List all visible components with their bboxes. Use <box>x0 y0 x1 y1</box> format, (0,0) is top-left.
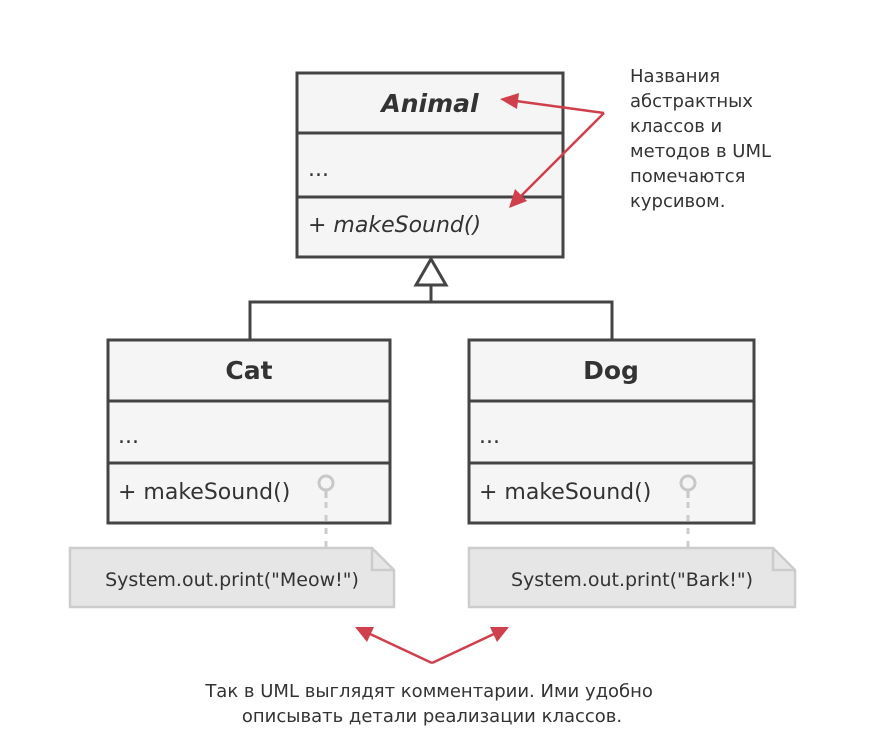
arrow-line <box>515 99 605 115</box>
note-dog-text: System.out.print("Bark!") <box>511 569 753 591</box>
annotation-comments: Так в UML выглядят комментарии. Ими удоб… <box>204 681 658 727</box>
class-dog-fields: ... <box>479 424 500 449</box>
note-dog-box <box>467 546 797 609</box>
annotation-abstract: Названия абстрактных классов и методов в… <box>630 66 777 212</box>
annotation-abstract-line: помечаются <box>630 166 745 187</box>
class-dog-box <box>467 338 756 525</box>
class-animal-fields: ... <box>308 157 329 182</box>
note-cat-box <box>68 546 396 609</box>
note-dog[interactable]: System.out.print("Bark!") <box>467 546 797 609</box>
arrow-head-icon <box>500 93 519 109</box>
annotation-abstract-line: методов в UML <box>630 141 771 162</box>
note-fold-icon <box>771 548 795 572</box>
annotation-abstract-line: абстрактных <box>630 91 753 112</box>
annotation-arrows-abstract <box>500 93 605 208</box>
inheritance-arrowhead-icon <box>413 255 449 287</box>
annotation-comments-line: описывать детали реализации классов. <box>242 706 622 727</box>
arrow-head-icon <box>490 627 509 642</box>
class-animal-method: + makeSound() <box>308 213 481 238</box>
arrow-line <box>520 112 605 197</box>
arrow-head-icon <box>509 189 527 208</box>
inheritance-links <box>248 255 614 340</box>
annotation-arrows-comments <box>355 627 509 665</box>
note-cat[interactable]: System.out.print("Meow!") <box>68 546 396 609</box>
annotation-abstract-line: Названия <box>630 66 720 87</box>
class-animal-name: Animal <box>379 89 479 118</box>
class-dog-method: + makeSound() <box>479 480 651 505</box>
class-animal[interactable]: Animal ... + makeSound() <box>295 71 565 259</box>
class-dog-name: Dog <box>583 356 639 385</box>
class-animal-box <box>295 71 565 259</box>
note-cat-text: System.out.print("Meow!") <box>105 569 359 591</box>
class-dog[interactable]: Dog ... + makeSound() <box>467 338 756 525</box>
class-cat-box <box>106 338 392 525</box>
annotation-abstract-line: классов и <box>630 116 722 137</box>
arrow-head-icon <box>355 627 374 642</box>
class-cat[interactable]: Cat ... + makeSound() <box>106 338 392 525</box>
inheritance-connector <box>248 300 614 340</box>
class-cat-fields: ... <box>118 424 139 449</box>
arrow-line <box>431 631 497 665</box>
annotation-abstract-line: курсивом. <box>630 191 725 212</box>
annotation-comments-line: Так в UML выглядят комментарии. Ими удоб… <box>204 681 653 702</box>
class-cat-name: Cat <box>225 356 272 385</box>
note-fold-icon <box>370 548 394 572</box>
class-cat-method: + makeSound() <box>118 480 290 505</box>
arrow-line <box>367 631 433 665</box>
